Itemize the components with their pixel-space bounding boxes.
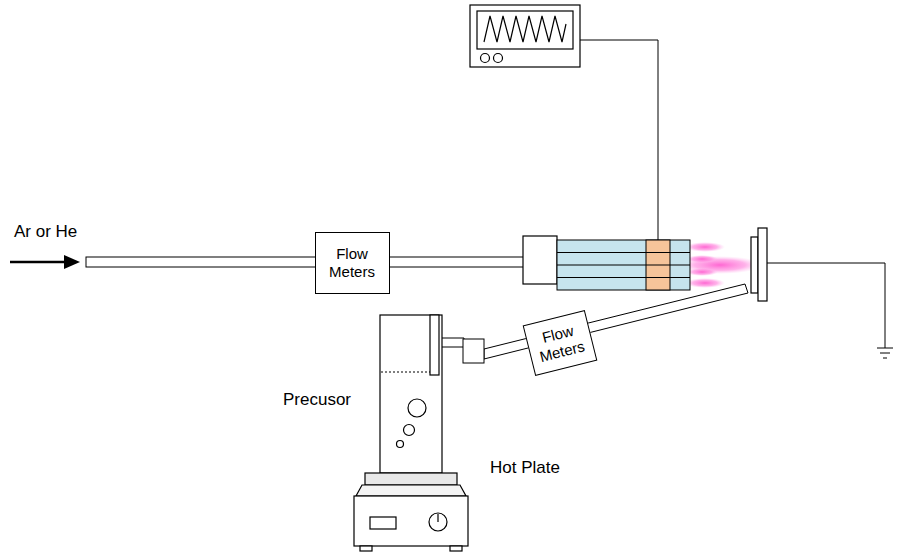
part-label: Precusor [283,390,351,410]
substrate-target [751,228,767,301]
jet-connector [523,236,557,284]
node-text: Flow Meters [530,319,589,367]
part-label: Ar or He [14,222,77,242]
node-text: Flow Meters [321,245,384,281]
hv-wire [580,40,658,240]
plasma-plume [678,242,762,288]
part-label: Hot Plate [490,458,560,478]
gas-inlet-arrow [10,255,80,269]
hot-plate [354,473,468,551]
flow-meter-box: Flow Meters [315,232,390,294]
precursor-tube [430,284,748,375]
bubbler-bottle [380,315,442,473]
flow-meter-box: Flow Meters [523,310,598,376]
power-supply [470,5,580,67]
jet-tubes [557,240,690,290]
ground-wire [767,263,893,358]
gas-tube [86,257,524,267]
